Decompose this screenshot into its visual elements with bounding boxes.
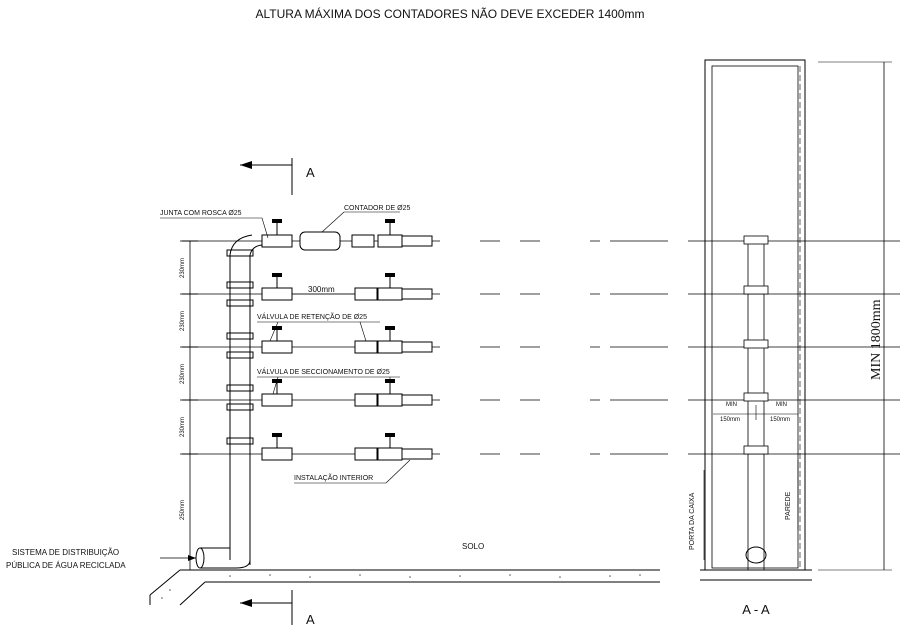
label-parede: PAREDE — [785, 491, 792, 520]
label-retencao: VÁLVULA DE RETENÇÃO DE Ø25 — [257, 312, 367, 321]
dim-3: 230mm — [180, 364, 186, 384]
section-label-bottom: A — [306, 612, 315, 627]
dim-1: 230mm — [180, 258, 186, 278]
label-spacing: 300mm — [308, 285, 335, 294]
meter-branch-1 — [150, 219, 900, 251]
label-150-left: 150mm — [720, 417, 740, 423]
meter-branch-4 — [150, 379, 900, 407]
label-min-right: MIN — [776, 402, 787, 408]
vertical-dimension-chain: 230mm 230mm 230mm 230mm 250mm — [180, 240, 198, 570]
label-sistema-2: PÚBLICA DE ÁGUA RECICLADA — [6, 561, 126, 570]
drawing-title: ALTURA MÁXIMA DOS CONTADORES NÃO DEVE EX… — [256, 6, 645, 21]
section-marker-top: A — [240, 158, 315, 195]
label-instalacao: INSTALAÇÃO INTERIOR — [294, 473, 373, 482]
meter-branch-2 — [150, 273, 900, 301]
label-seccionamento: VÁLVULA DE SECCIONAMENTO DE Ø25 — [257, 367, 390, 376]
label-solo: SOLO — [462, 542, 484, 551]
riser-pipe — [195, 234, 263, 569]
section-label-top: A — [306, 165, 315, 180]
callouts: JUNTA COM ROSCA Ø25 CONTADOR DE Ø25 300m… — [6, 205, 484, 570]
line-breaks — [150, 230, 688, 460]
section-title: A - A — [742, 602, 770, 617]
section-cabinet: MIN 150mm MIN 150mm PORTA DA CAIXA PARED… — [689, 59, 812, 617]
meter-branch-5 — [150, 433, 900, 461]
ground-slab — [149, 569, 660, 606]
label-sistema-1: SISTEMA DE DISTRIBUIÇÃO — [12, 548, 119, 557]
dim-5: 250mm — [180, 500, 186, 520]
height-dimension: MIN 1800mm — [818, 61, 892, 571]
label-contador: CONTADOR DE Ø25 — [344, 205, 410, 212]
dim-4: 230mm — [180, 417, 186, 437]
dim-2: 230mm — [180, 311, 186, 331]
section-marker-bottom: A — [240, 590, 315, 627]
label-junta: JUNTA COM ROSCA Ø25 — [160, 210, 242, 217]
label-min-left: MIN — [726, 402, 737, 408]
label-porta: PORTA DA CAIXA — [689, 492, 696, 550]
height-label: MIN 1800mm — [869, 299, 884, 380]
meter-branch-3 — [150, 326, 900, 354]
label-150-right: 150mm — [770, 417, 790, 423]
